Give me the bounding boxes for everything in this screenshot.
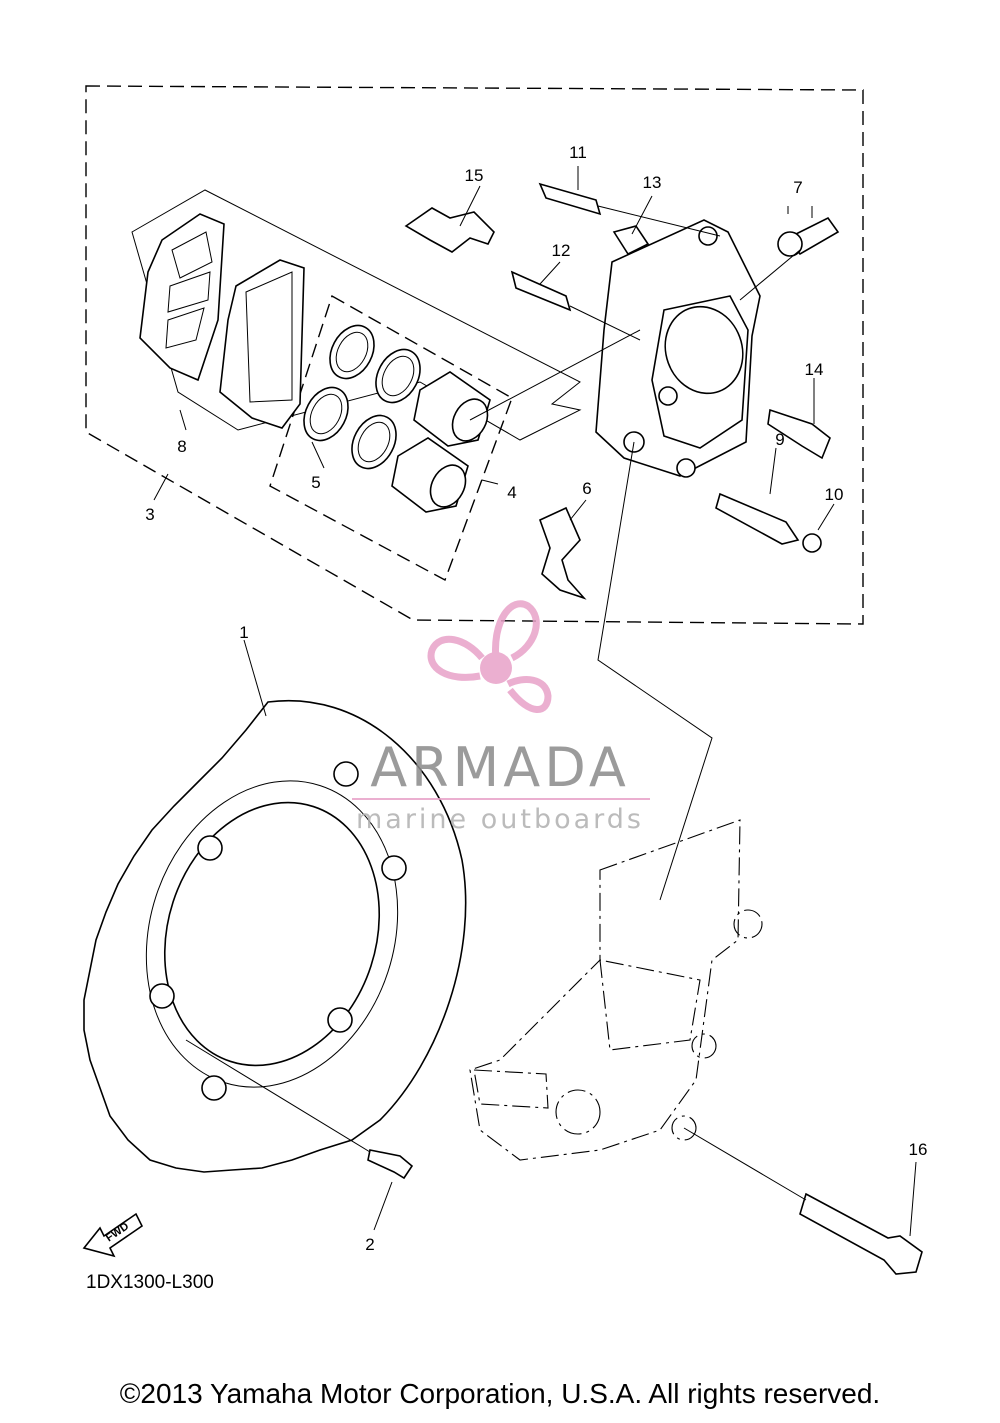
callout-3: 3 bbox=[145, 505, 154, 524]
pad-clip bbox=[539, 506, 587, 600]
piston-seals bbox=[303, 324, 421, 470]
axle-holder-bolt bbox=[799, 1192, 923, 1275]
callout-12: 12 bbox=[552, 241, 571, 260]
callout-13: 13 bbox=[643, 173, 662, 192]
slide-pin bbox=[715, 492, 800, 545]
brake-pad-inner bbox=[219, 259, 305, 429]
watermark-subtitle: marine outboards bbox=[356, 804, 644, 835]
fwd-arrow-icon: FWD bbox=[82, 1212, 144, 1258]
caliper-assembly-boundary bbox=[85, 85, 864, 625]
callout-14: 14 bbox=[805, 360, 824, 379]
callout-5: 5 bbox=[311, 473, 320, 492]
callout-4: 4 bbox=[507, 483, 516, 502]
front-fork bbox=[469, 819, 763, 1161]
brake-disc bbox=[83, 699, 467, 1173]
watermark-brand: ARMADA bbox=[370, 736, 630, 799]
copyright-notice: ©2013 Yamaha Motor Corporation, U.S.A. A… bbox=[119, 1378, 881, 1409]
bolt-leader bbox=[683, 1127, 917, 1237]
watermark: ARMADA marine outboards bbox=[352, 600, 650, 835]
disc-leader bbox=[243, 639, 267, 717]
brake-pad-outer bbox=[139, 213, 225, 382]
leader-lines bbox=[153, 166, 835, 901]
rubber-cap bbox=[802, 533, 822, 553]
caliper-body bbox=[595, 219, 761, 478]
pad-spring bbox=[404, 207, 495, 253]
callout-15: 15 bbox=[465, 166, 484, 185]
support-pin bbox=[510, 270, 572, 312]
bleed-cap bbox=[777, 231, 803, 257]
callout-6: 6 bbox=[582, 479, 591, 498]
callout-10: 10 bbox=[825, 485, 844, 504]
disc-bolt-leader bbox=[185, 1039, 393, 1231]
pad-pin bbox=[538, 182, 602, 216]
seal-kit-boundary bbox=[269, 294, 513, 581]
callout-2: 2 bbox=[365, 1235, 374, 1254]
callout-7: 7 bbox=[793, 178, 802, 197]
callout-9: 9 bbox=[775, 430, 784, 449]
callout-11: 11 bbox=[569, 143, 587, 162]
caliper-bolt bbox=[767, 408, 831, 460]
pistons bbox=[391, 371, 491, 513]
callout-1: 1 bbox=[239, 623, 248, 642]
callout-8: 8 bbox=[177, 437, 186, 456]
pad-kit-outline bbox=[131, 189, 582, 441]
plug-bolt bbox=[612, 225, 650, 256]
callout-16: 16 bbox=[909, 1140, 928, 1159]
propeller-logo bbox=[427, 600, 552, 713]
diagram-code: 1DX1300-L300 bbox=[86, 1272, 214, 1293]
disc-bolt bbox=[367, 1149, 414, 1180]
